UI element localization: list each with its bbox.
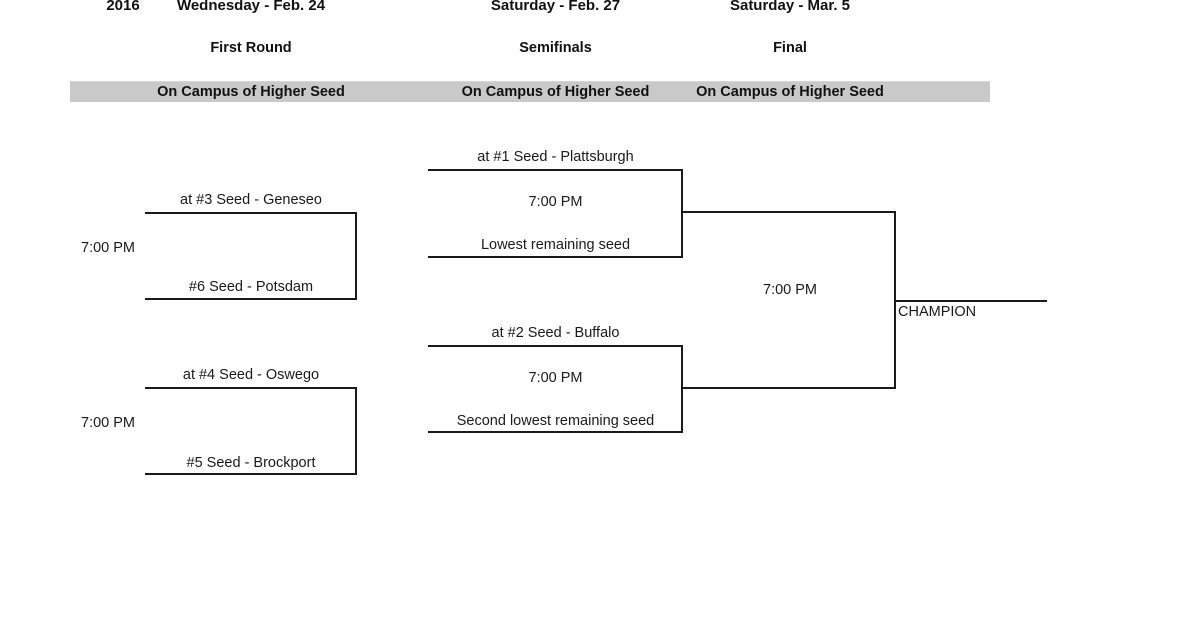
semifinal-game1-away-team: Lowest remaining seed [480,237,631,253]
final-bracket-vertical [894,211,896,389]
venue-label-first-round: On Campus of Higher Seed [157,84,345,100]
champion-label: CHAMPION [898,304,977,320]
venue-label-semifinals: On Campus of Higher Seed [461,84,650,100]
semifinal-game2-bracket-box [428,345,683,433]
first-round-game2-home-team: at #4 Seed - Oswego [182,367,320,383]
first-round-game2-time: 7:00 PM [81,415,135,431]
semifinal1-winner-connector [681,211,896,213]
semifinal-game1-time: 7:00 PM [528,194,583,210]
champion-line [896,300,1047,302]
semifinal-game2-time: 7:00 PM [528,370,583,386]
column-date-semifinals: Saturday - Feb. 27 [490,0,621,14]
round-label-final: Final [773,40,807,56]
column-date-first-round: Wednesday - Feb. 24 [176,0,326,14]
final-time: 7:00 PM [763,282,817,298]
semifinal-game1-home-team: at #1 Seed - Plattsburgh [477,149,634,165]
first-round-game1-home-team: at #3 Seed - Geneseo [180,192,322,208]
venue-banner [70,81,990,102]
semifinal-game1-bracket-box [428,169,683,258]
round-label-first-round: First Round [210,40,292,56]
first-round-game1-time: 7:00 PM [81,240,135,256]
venue-label-final: On Campus of Higher Seed [696,84,884,100]
first-round-game1-away-team: #6 Seed - Potsdam [188,279,314,295]
column-date-final: Saturday - Mar. 5 [729,0,851,14]
round-label-semifinals: Semifinals [519,40,592,56]
semifinal-game2-away-team: Second lowest remaining seed [456,413,655,429]
first-round-game1-bracket-box [145,212,357,300]
first-round-game2-away-team: #5 Seed - Brockport [186,455,316,471]
semifinal-game2-home-team: at #2 Seed - Buffalo [491,325,620,341]
bracket-year: 2016 [106,0,140,14]
first-round-game2-bracket-box [145,387,357,475]
semifinal2-winner-connector [681,387,896,389]
